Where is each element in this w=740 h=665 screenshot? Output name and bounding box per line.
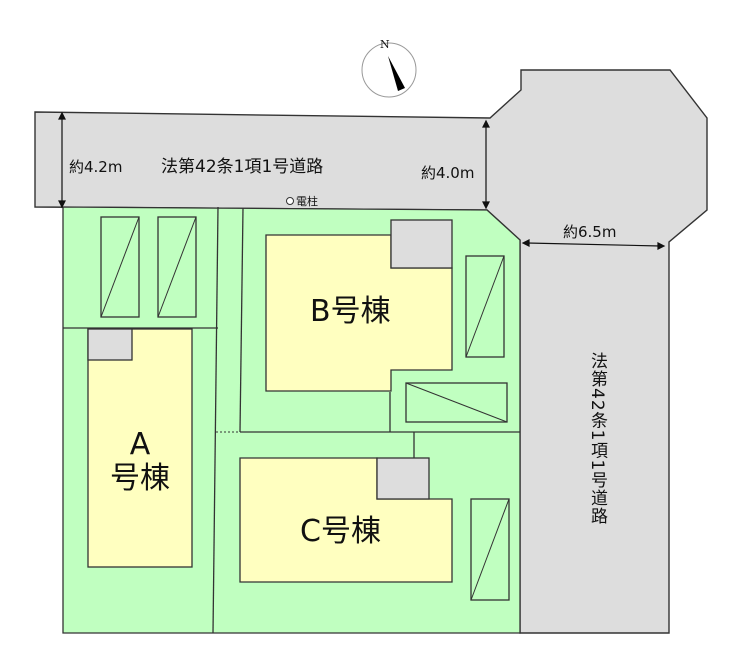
building-c-label: C号棟 [300,514,381,549]
building-a-label: A 号棟 [88,428,192,496]
building-a-letter: A [129,427,151,462]
top-road-width-right: 約4.0m [421,164,475,182]
top-road-width-left: 約4.2m [69,158,123,176]
compass-north-icon [361,42,417,98]
building-b-label: B号棟 [310,294,391,329]
utility-pole-icon [286,197,294,205]
building-a-suffix: 号棟 [110,461,170,496]
compass-north-label: N [380,38,390,51]
right-road-width: 約6.5m [563,223,617,241]
right-road-label: 法第42条1項1号道路 [587,352,607,526]
utility-pole-label: 電柱 [296,195,318,208]
building-a [87,328,193,568]
top-road-label: 法第42条1項1号道路 [161,157,324,177]
dimension-arrows [58,111,666,250]
